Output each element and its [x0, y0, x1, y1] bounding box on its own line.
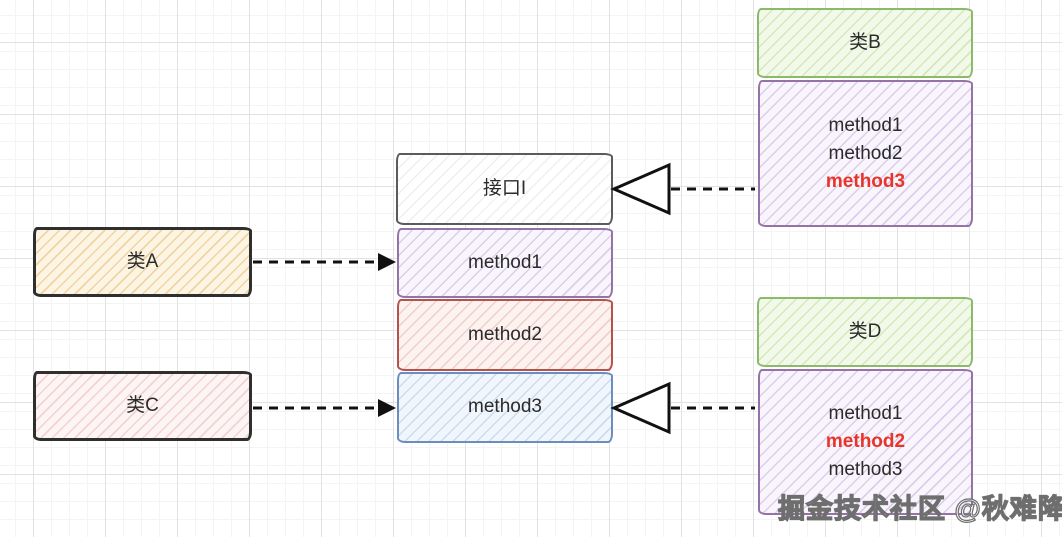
class-c-box: 类C — [33, 371, 252, 441]
class-b-label: 类B — [849, 31, 881, 53]
interface-i-box: 接口I — [396, 153, 613, 225]
interface-i-label: 接口I — [482, 177, 527, 199]
realization-class-d-to-method3 — [610, 381, 755, 435]
class-d-header-box: 类D — [757, 297, 973, 367]
class-d-method3: method3 — [828, 459, 903, 480]
interface-method3-box: method3 — [397, 372, 613, 443]
class-d-method2-highlighted: method2 — [825, 431, 906, 452]
class-b-method2: method2 — [828, 142, 903, 164]
class-b-method1: method1 — [828, 114, 903, 136]
arrow-class-c-to-method3 — [253, 399, 396, 417]
class-d-label: 类D — [848, 320, 882, 342]
class-b-method3-highlighted: method3 — [825, 170, 906, 192]
class-b-methods-box: method1 method2 method3 — [758, 80, 973, 227]
class-a-box: 类A — [33, 227, 252, 297]
interface-method2-label: method2 — [468, 323, 542, 345]
interface-method2-box: method2 — [397, 299, 613, 371]
class-a-label: 类A — [126, 250, 159, 272]
interface-method3-label: method3 — [468, 396, 542, 418]
interface-method1-box: method1 — [397, 228, 613, 298]
arrow-class-a-to-method1 — [253, 253, 396, 271]
class-d-method1: method1 — [828, 403, 903, 424]
class-c-label: 类C — [126, 394, 159, 416]
interface-method1-label: method1 — [468, 251, 542, 273]
class-d-methods-box: method1 method2 method3 — [758, 369, 973, 515]
class-b-header-box: 类B — [757, 8, 973, 78]
watermark-text: 掘金技术社区 @秋难降 — [777, 493, 1062, 524]
realization-class-b-to-interface — [610, 162, 755, 216]
